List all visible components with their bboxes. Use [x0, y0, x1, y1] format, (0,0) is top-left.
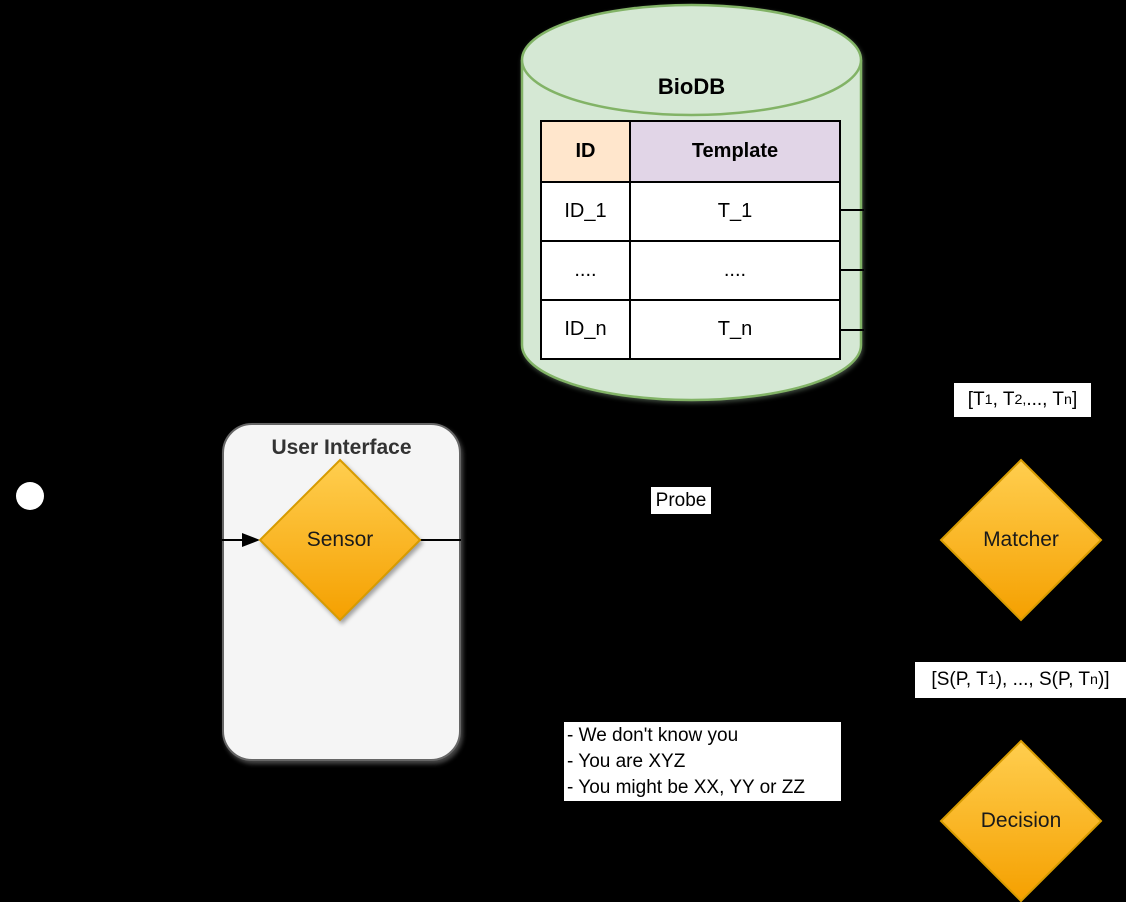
templates-label-part: [T [967, 389, 985, 410]
sensor-input-line [222, 539, 246, 541]
table-cell-t-n: T_n [629, 299, 839, 358]
scores-label-part: ), ..., S(P, T [995, 669, 1091, 690]
sensor-output-line [420, 539, 461, 541]
decision-label: Decision [980, 809, 1062, 832]
row-connector-tick [841, 209, 864, 211]
results-text: - We don't know you - You are XYZ - You … [564, 722, 841, 801]
templates-label-part: ] [1071, 389, 1078, 410]
table-cell-id-n: ID_n [542, 299, 629, 358]
table-cell-id-1: ID_1 [542, 181, 629, 240]
templates-label-part: , T [992, 389, 1015, 410]
scores-label-part: [S(P, T [931, 669, 988, 690]
table-cell-t-dots: .... [629, 240, 839, 299]
sensor-diamond [258, 458, 422, 622]
start-node-circle [16, 482, 44, 510]
table-header-id: ID [542, 122, 629, 181]
table-header-template: Template [629, 122, 839, 181]
matcher-label: Matcher [983, 528, 1059, 551]
matcher-diamond [939, 458, 1103, 622]
scores-label-part: )] [1097, 669, 1110, 690]
table-cell-t-1: T_1 [629, 181, 839, 240]
sensor-label: Sensor [306, 528, 374, 551]
result-line: - You are XYZ [567, 751, 686, 772]
row-connector-tick [841, 329, 864, 331]
table-cell-id-dots: .... [542, 240, 629, 299]
biodb-table: ID Template ID_1 T_1 .... .... ID_n T_n [540, 120, 841, 360]
templates-label-part: ..., T [1026, 389, 1064, 410]
user-interface-title: User Interface [271, 436, 412, 459]
decision-diamond [939, 739, 1103, 902]
result-line: - You might be XX, YY or ZZ [567, 777, 805, 798]
probe-edge-label: Probe [651, 487, 711, 514]
row-connector-tick [841, 269, 864, 271]
biodb-title: BioDB [657, 74, 726, 99]
arrowhead-icon [242, 533, 260, 547]
result-line: - We don't know you [567, 725, 739, 746]
